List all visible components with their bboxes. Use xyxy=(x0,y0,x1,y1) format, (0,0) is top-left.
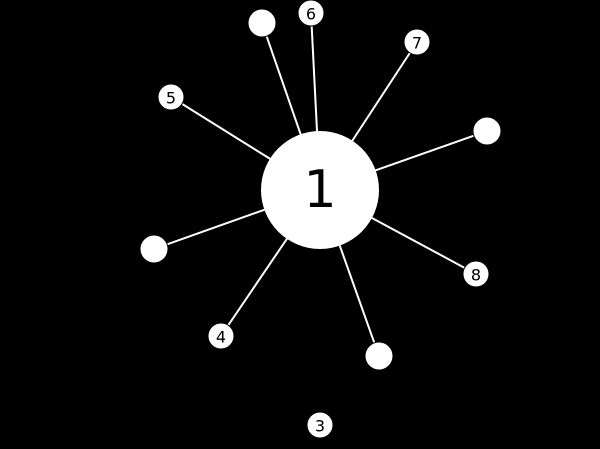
pinned-ball: 4 xyxy=(207,322,235,350)
ball-disc xyxy=(247,8,277,38)
core-disc[interactable] xyxy=(261,131,379,249)
ball-number: 6 xyxy=(306,5,316,24)
ball-number: 7 xyxy=(412,34,422,53)
pinned-balls: 6 7 5 8 4 xyxy=(139,0,502,371)
ball-number: 5 xyxy=(166,89,176,108)
ball-disc xyxy=(207,322,235,350)
ball-disc xyxy=(297,0,325,27)
pinned-ball xyxy=(139,234,169,264)
ball-number: 4 xyxy=(216,328,226,347)
pinned-ball: 8 xyxy=(462,260,490,288)
pinned-ball xyxy=(472,116,502,146)
pinned-ball: 6 xyxy=(297,0,325,27)
pin-line xyxy=(349,52,411,145)
pin-line xyxy=(265,35,303,139)
pin-line xyxy=(371,134,475,173)
pinned-ball: 5 xyxy=(157,83,185,111)
pin-line xyxy=(337,241,376,344)
ball-number: 3 xyxy=(315,417,325,436)
pin-line xyxy=(367,215,466,269)
core-circle[interactable]: 1 xyxy=(261,131,379,249)
level-number: 1 xyxy=(303,160,336,220)
pin-line xyxy=(310,25,319,136)
queued-ball: 3 xyxy=(306,411,334,439)
ball-number: 8 xyxy=(471,266,481,285)
pin-line xyxy=(227,234,290,326)
ball-disc xyxy=(157,83,185,111)
ball-queue: 3 xyxy=(306,411,334,439)
pinned-ball xyxy=(364,341,394,371)
ball-disc xyxy=(462,260,490,288)
ball-disc xyxy=(472,116,502,146)
ball-disc xyxy=(364,341,394,371)
ball-disc xyxy=(306,411,334,439)
pin-line xyxy=(181,103,274,162)
ball-disc xyxy=(403,28,431,56)
pinned-ball: 7 xyxy=(403,28,431,56)
pinned-ball xyxy=(247,8,277,38)
ball-disc xyxy=(139,234,169,264)
pin-line xyxy=(166,207,269,246)
